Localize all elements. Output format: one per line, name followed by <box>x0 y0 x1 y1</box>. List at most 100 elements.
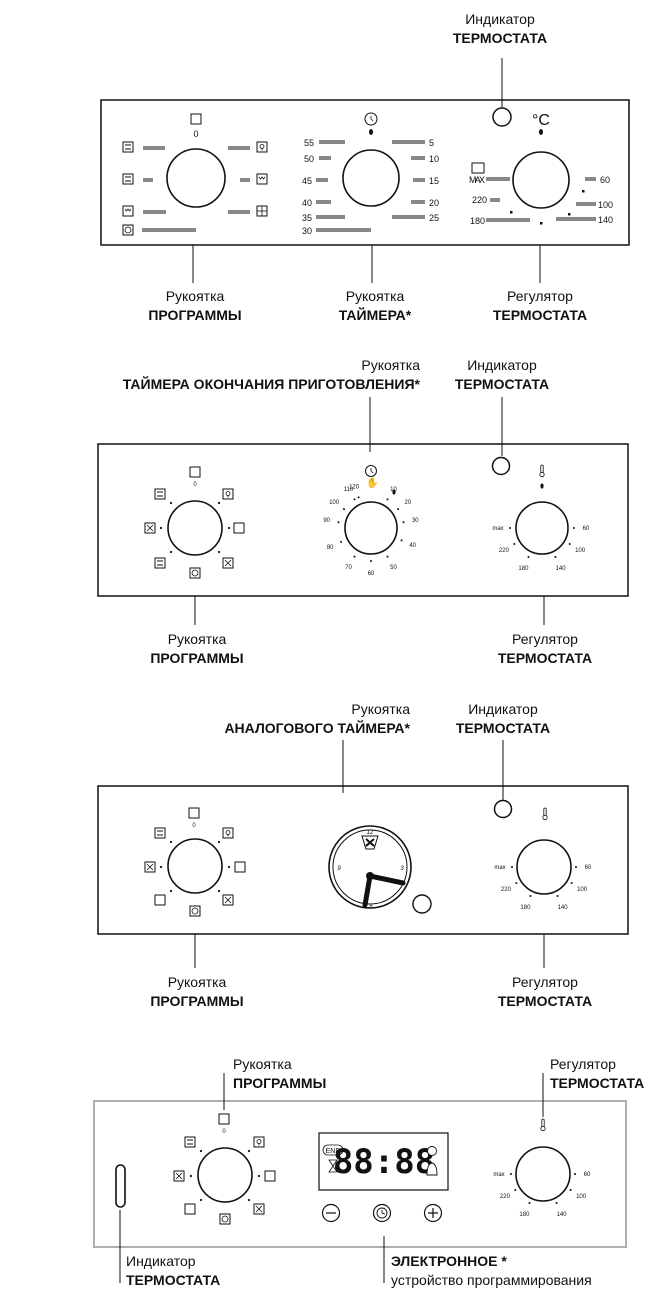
end-timer-knob[interactable]: ✋ <box>344 465 398 555</box>
end-timer-scale-label: 40 <box>409 543 416 549</box>
program-knob-4[interactable] <box>173 1113 276 1225</box>
lamp-icon <box>253 1136 265 1148</box>
hourglass-icon <box>328 1159 338 1173</box>
bottom-heat-icon <box>264 1170 276 1182</box>
temp4-scale-label: max <box>493 1172 504 1178</box>
end-timer-scale-label: 100 <box>329 500 340 506</box>
hour-hand <box>367 873 406 886</box>
temp2-scale-dot <box>513 543 516 545</box>
svg-text:20: 20 <box>429 198 439 208</box>
svg-text:40: 40 <box>302 198 312 208</box>
timer-reset-button[interactable] <box>412 894 432 914</box>
program-knob-2[interactable] <box>144 466 245 579</box>
end-timer-scale-dot <box>337 521 340 524</box>
svg-text:3: 3 <box>400 866 404 872</box>
timer-knob-1[interactable] <box>316 112 425 232</box>
program-knob-3[interactable] <box>144 807 246 917</box>
defrost-icon <box>222 894 234 906</box>
temp3-scale-label: 220 <box>501 887 512 893</box>
temp3-scale-label: 100 <box>577 887 588 893</box>
celsius-icon: °C <box>532 112 550 129</box>
temp3-scale-dot <box>529 895 532 897</box>
thermostat-indicator-lamp <box>491 456 511 476</box>
end-timer-scale-dot <box>353 555 356 558</box>
end-timer-scale-label: 20 <box>405 500 412 506</box>
analog-timer-clock[interactable]: 12 3 6 9 <box>328 825 412 910</box>
plus-icon <box>428 1208 438 1218</box>
thermometer-icon <box>542 807 548 821</box>
end-timer-scale-label: 30 <box>412 518 419 524</box>
fan-icon <box>189 567 201 579</box>
end-timer-scale-dot <box>397 508 399 511</box>
fan-icon <box>122 224 134 236</box>
temp3-scale-label: 140 <box>558 905 569 911</box>
p4-electronic-programmer-caption: ЭЛЕКТРОННОЕ *устройство программирования <box>391 1253 592 1288</box>
end-timer-scale-label: 120 <box>349 484 360 490</box>
temp-scale-3: max 60 100 140 180 220 <box>494 865 592 911</box>
temp3-scale-dot <box>556 895 559 897</box>
off-square-icon <box>190 113 202 125</box>
svg-text:12: 12 <box>367 830 374 836</box>
temp2-scale-dot <box>568 543 571 545</box>
temp4-scale-dot <box>574 1173 576 1175</box>
svg-text:45: 45 <box>302 176 312 186</box>
end-timer-scale-label: 60 <box>368 571 375 577</box>
off-square-icon <box>189 466 201 478</box>
svg-text:0: 0 <box>193 482 197 488</box>
clock-icon <box>427 1146 437 1156</box>
temp4-scale-dot <box>555 1202 558 1204</box>
end-timer-scale-dot <box>386 498 389 501</box>
bell-icon <box>426 1162 438 1176</box>
electronic-programmer-display: END 88:88 <box>318 1132 449 1191</box>
temp4-scale-label: 220 <box>500 1194 511 1200</box>
thermostat-indicator-lamp <box>493 799 513 819</box>
temp2-scale-dot <box>509 527 511 529</box>
end-timer-scale-dot <box>343 508 345 511</box>
end-timer-scale-label: 50 <box>390 565 397 571</box>
defrost-icon <box>222 557 234 569</box>
svg-text:0: 0 <box>222 1129 226 1135</box>
end-icon <box>322 1144 344 1156</box>
temp3-scale-label: max <box>494 865 505 871</box>
top-bottom-heat-icon <box>144 522 156 534</box>
temp4-scale-label: 180 <box>519 1212 530 1218</box>
thermostat-indicator-lamp <box>492 107 512 127</box>
thermostat-knob-3[interactable] <box>516 807 572 895</box>
end-timer-scale-label: 80 <box>327 545 334 551</box>
lamp-icon <box>222 827 234 839</box>
temp2-scale-dot <box>554 556 557 558</box>
temp3-scale-label: 180 <box>520 905 531 911</box>
end-timer-scale-dot <box>370 560 372 562</box>
temp3-scale-label: 60 <box>585 865 592 871</box>
program-knob-1[interactable] <box>122 113 268 236</box>
thermostat-knob-4[interactable] <box>515 1118 571 1202</box>
svg-text:140: 140 <box>598 215 613 225</box>
thermostat-knob-2[interactable] <box>515 464 569 555</box>
oven-icon <box>184 1136 196 1148</box>
bottom-heat-icon <box>233 522 245 534</box>
end-timer-scale-dot <box>386 555 389 558</box>
temp4-scale-label: 100 <box>576 1194 587 1200</box>
temp2-scale-dot <box>527 556 530 558</box>
temp2-scale-label: 220 <box>499 548 510 554</box>
svg-text:10: 10 <box>429 154 439 164</box>
thermostat-indicator-lamp <box>115 1164 126 1208</box>
thermostat-knob-1[interactable]: °C <box>471 112 596 225</box>
hand-icon: ✋ <box>366 476 378 489</box>
grill-icon <box>154 894 166 906</box>
grill-icon <box>122 205 134 217</box>
top-bottom-heat-icon <box>144 861 156 873</box>
